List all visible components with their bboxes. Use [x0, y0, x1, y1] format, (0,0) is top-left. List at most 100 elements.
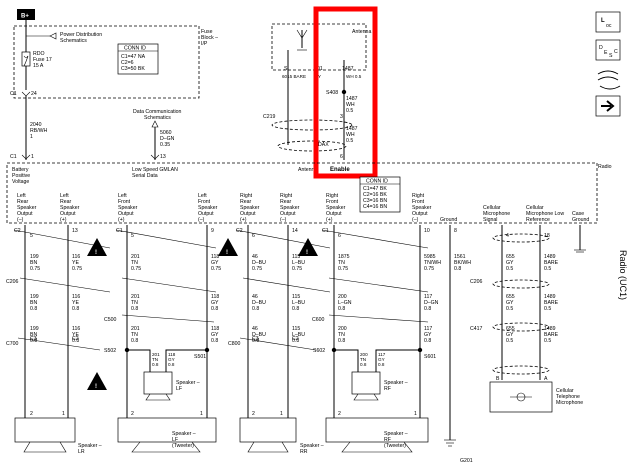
fuse-symbol: RDO Fuse 17 15 A [21, 51, 52, 69]
wire-label: GY [506, 300, 514, 306]
wire-label: 115 [292, 294, 300, 300]
dax-shield [277, 140, 347, 152]
svg-text:C2: C2 [292, 336, 299, 342]
svg-text:Power Distribution: Power Distribution [60, 32, 102, 38]
svg-text:D: D [599, 45, 603, 51]
desc-icon[interactable]: D E S C [595, 39, 621, 61]
speaker-lf: 2 1 Speaker – LF (Tweeter) [117, 411, 217, 453]
svg-text:Voltage: Voltage [12, 179, 29, 185]
svg-text:200: 200 [360, 352, 368, 357]
wire-label: 199 [30, 254, 39, 260]
svg-text:RF: RF [384, 437, 391, 443]
wire-label: YE [72, 300, 79, 306]
wire-label: 0.8 [252, 338, 259, 344]
svg-text:Serial Data: Serial Data [132, 173, 158, 179]
svg-text:RR: RR [300, 449, 308, 455]
svg-text:Front: Front [412, 199, 425, 205]
connector-icon[interactable] [597, 70, 621, 90]
wire-label: L–BU [292, 260, 305, 266]
wire-label: GY [211, 300, 219, 306]
svg-text:Data Communication: Data Communication [133, 109, 182, 115]
pds-reference[interactable]: Power Distribution Schematics [26, 32, 102, 44]
wire-label: 0.8 [252, 306, 259, 312]
svg-text:Speaker: Speaker [198, 205, 218, 211]
svg-text:C1: C1 [116, 228, 123, 234]
svg-text:LF: LF [176, 386, 182, 392]
wire-label: 0.5 [544, 266, 551, 272]
svg-text:Right: Right [240, 193, 253, 199]
svg-text:Output: Output [17, 211, 33, 217]
svg-text:C2: C2 [236, 228, 243, 234]
svg-text:Cellular: Cellular [556, 388, 574, 394]
tweeter-rf: Speaker – RF 200 TN 0.8 117 GY 0.8 [334, 349, 420, 401]
svg-text:Speaker –: Speaker – [78, 443, 102, 449]
svg-text:(Tweeter): (Tweeter) [172, 443, 194, 449]
red-highlight-box [313, 6, 378, 179]
wire-label: BN [30, 300, 37, 306]
svg-text:oc: oc [606, 23, 612, 29]
arrow-right-icon[interactable] [595, 95, 621, 117]
svg-text:Rear: Rear [17, 199, 29, 205]
svg-text:Front: Front [326, 199, 339, 205]
wire-label: 5985 [424, 254, 436, 260]
svg-text:RF: RF [384, 386, 391, 392]
svg-text:Front: Front [118, 199, 131, 205]
svg-text:Speaker: Speaker [326, 205, 346, 211]
splice-s502-label: S502 [104, 348, 116, 354]
wire-label: 0.75 [424, 266, 434, 272]
data-comm-pin: 13 [160, 154, 166, 160]
wire-label: 0.8 [424, 306, 431, 312]
dax-label: DAX [318, 142, 329, 148]
svg-text:Output: Output [118, 211, 134, 217]
wire-label: BARE [544, 332, 559, 338]
svg-text:Block –: Block – [201, 35, 218, 41]
wire-label: 201 [131, 326, 140, 332]
svg-text:S: S [609, 53, 613, 59]
c417-label: C417 [470, 326, 483, 332]
c700-label: C700 [6, 341, 19, 347]
antenna-note-1: Y [318, 74, 321, 79]
svg-text:Output: Output [240, 211, 256, 217]
wire-label: 0.8 [454, 266, 461, 272]
svg-text:2: 2 [131, 411, 134, 417]
splice-s408-label: S408 [326, 90, 338, 96]
wire-label: 0.8 [131, 338, 138, 344]
fuse-c1-label: C1 [10, 91, 17, 97]
wire-label: 115 [292, 326, 300, 332]
svg-text:Speaker: Speaker [60, 205, 80, 211]
cellular-microphone: B A Cellular Telephone Microphone [489, 365, 583, 413]
radio-uc1-label: Radio (UC1) [618, 250, 628, 300]
wire-label: 0.8 [30, 338, 37, 344]
svg-text:Output: Output [198, 211, 214, 217]
wire-label: 0.8 [72, 306, 79, 312]
speaker-wires [24, 225, 586, 440]
svg-text:Speaker: Speaker [412, 205, 432, 211]
splice-s501-label: S501 [194, 354, 206, 360]
radio-conn-id-box: CONN ID C1=47 BK C2=16 BK C3=16 BN C4=16… [359, 176, 401, 213]
svg-text:(+): (+) [326, 217, 333, 223]
wire-label: 0.5 [506, 306, 513, 312]
svg-text:C3=16 BN: C3=16 BN [363, 198, 387, 204]
svg-text:(–): (–) [17, 217, 24, 223]
svg-text:C3: C3 [252, 336, 259, 342]
loc-icon[interactable]: L oc [595, 11, 621, 33]
c500-label: C500 [104, 317, 117, 323]
svg-text:0.8: 0.8 [360, 362, 367, 367]
wire-label: GY [506, 332, 514, 338]
svg-text:Fuse 17: Fuse 17 [33, 57, 52, 63]
antenna-pin3: 3 [340, 114, 343, 120]
svg-text:10: 10 [424, 228, 430, 234]
wire-label: 46 [252, 326, 258, 332]
wire-label: TN [131, 260, 138, 266]
svg-text:G201: G201 [460, 458, 473, 464]
wire-label: 1489 [544, 294, 556, 300]
wire-label: BN [30, 260, 37, 266]
wire-label: 0.75 [30, 266, 40, 272]
svg-text:Output: Output [412, 211, 428, 217]
wire-label: 1489 [544, 254, 556, 260]
data-comm-reference[interactable]: Data Communication Schematics [133, 109, 182, 128]
speaker-rr: 2 1 Speaker – RR [239, 411, 324, 455]
mid-wire-labels: 199BN0.8116YE0.8201TN0.8118GY0.846D–BU0.… [30, 294, 559, 312]
antenna-pin-s: S [284, 66, 288, 72]
